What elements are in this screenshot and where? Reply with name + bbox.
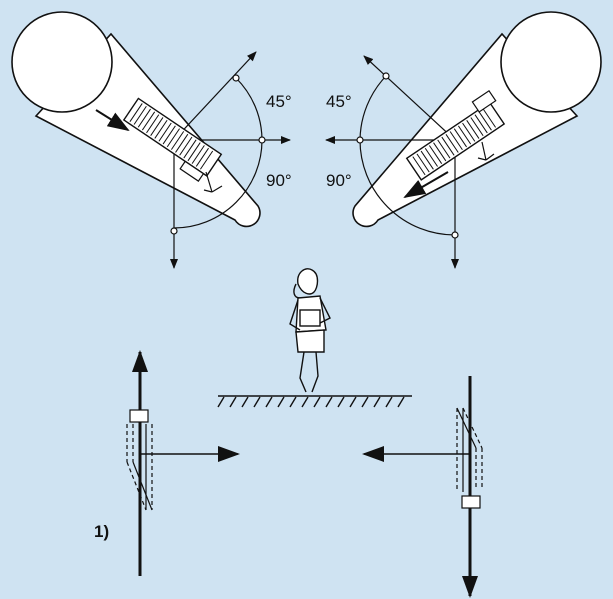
right-ceiling-unit-group: 45° 90°: [325, 11, 602, 269]
right-angle-lines: [325, 55, 459, 269]
right-air-curtain-unit-icon: [405, 89, 506, 181]
left-angle-45-label: 45°: [266, 92, 292, 111]
floor-hatch-icon: [217, 395, 412, 408]
left-air-curtain-unit-icon: [122, 97, 223, 182]
right-wall-unit-group: [362, 376, 483, 598]
right-wall-unit-icon: [456, 407, 483, 509]
right-angle-45-label: 45°: [326, 92, 352, 111]
left-wall-unit-icon: [126, 409, 153, 511]
right-flow-arrow: [403, 171, 449, 199]
left-wall-unit-group: 1): [94, 350, 240, 576]
woman-walking-icon: [289, 268, 331, 393]
right-angle-points: [356, 72, 459, 239]
footnote-label: 1): [94, 522, 109, 541]
right-angle-90-label: 90°: [326, 171, 352, 190]
right-unit-bracket: [477, 141, 495, 161]
left-angle-90-label: 90°: [266, 171, 292, 190]
left-flow-arrow: [95, 109, 130, 132]
left-angle-points: [170, 74, 266, 235]
left-unit-bracket: [203, 171, 223, 193]
left-ceiling-unit-group: 45° 90°: [11, 11, 292, 269]
